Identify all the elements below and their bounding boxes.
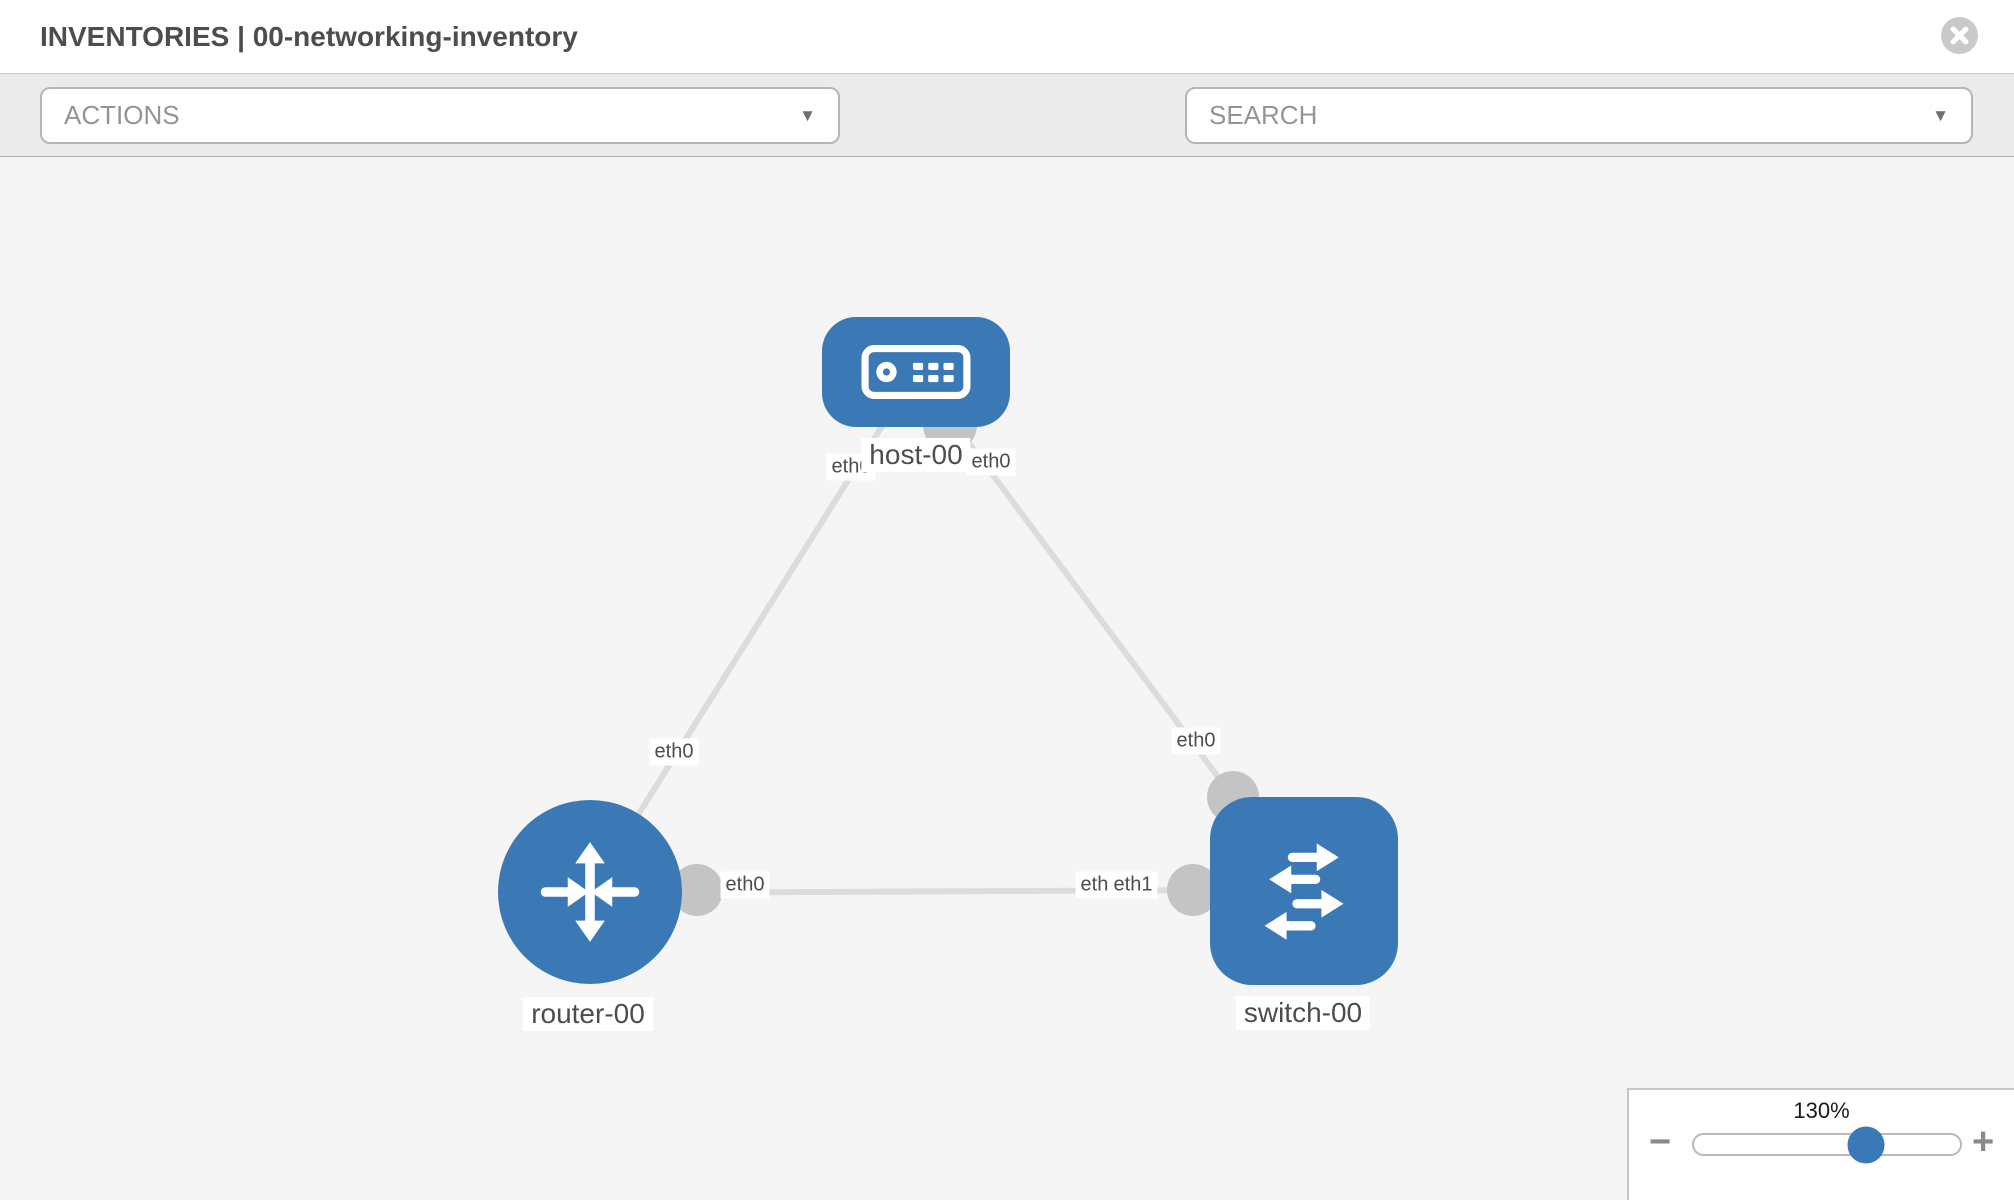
- chevron-down-icon: ▼: [1932, 105, 1949, 125]
- interface-label: eth0: [1171, 727, 1221, 755]
- interface-label: eth0: [966, 448, 1016, 476]
- topology-canvas[interactable]: host-00 router-00 switch-00 eth0 eth0 et…: [0, 157, 2014, 1200]
- zoom-slider[interactable]: [1692, 1126, 1962, 1163]
- zoom-control-panel: 130% − +: [1627, 1088, 2014, 1200]
- router-icon: [540, 842, 640, 942]
- close-icon: [1950, 26, 1969, 45]
- search-dropdown-label: SEARCH: [1209, 100, 1318, 130]
- node-switch-00[interactable]: [1210, 797, 1398, 985]
- topology-edges-layer: [586, 370, 1259, 916]
- interface-label: eth0: [649, 738, 699, 766]
- interface-label: eth0: [720, 871, 770, 899]
- search-dropdown[interactable]: SEARCH ▼: [1185, 87, 1973, 144]
- switch-icon: [1264, 843, 1344, 940]
- actions-dropdown[interactable]: ACTIONS ▼: [40, 87, 840, 144]
- interface-label: eth1: [1108, 871, 1158, 899]
- toolbar: ACTIONS ▼ SEARCH ▼: [0, 73, 2014, 205]
- zoom-in-button[interactable]: +: [1972, 1121, 1995, 1163]
- zoom-out-button[interactable]: −: [1649, 1121, 1672, 1163]
- node-label-switch: switch-00: [1235, 996, 1371, 1030]
- actions-dropdown-label: ACTIONS: [64, 100, 180, 130]
- header: INVENTORIES | 00-networking-inventory: [0, 0, 2014, 73]
- interface-dot: [1167, 864, 1219, 916]
- zoom-level-value: 130%: [1793, 1098, 1850, 1123]
- node-label-router: router-00: [523, 997, 653, 1031]
- node-host-00[interactable]: [822, 317, 1010, 427]
- page-title: INVENTORIES | 00-networking-inventory: [40, 20, 578, 52]
- node-label-host: host-00: [861, 438, 971, 472]
- node-router-00[interactable]: [498, 800, 682, 984]
- chevron-down-icon: ▼: [799, 105, 816, 125]
- interface-dot: [671, 864, 723, 916]
- close-button[interactable]: [1941, 17, 1978, 54]
- host-icon: [861, 345, 971, 399]
- zoom-slider-handle[interactable]: [1847, 1126, 1885, 1163]
